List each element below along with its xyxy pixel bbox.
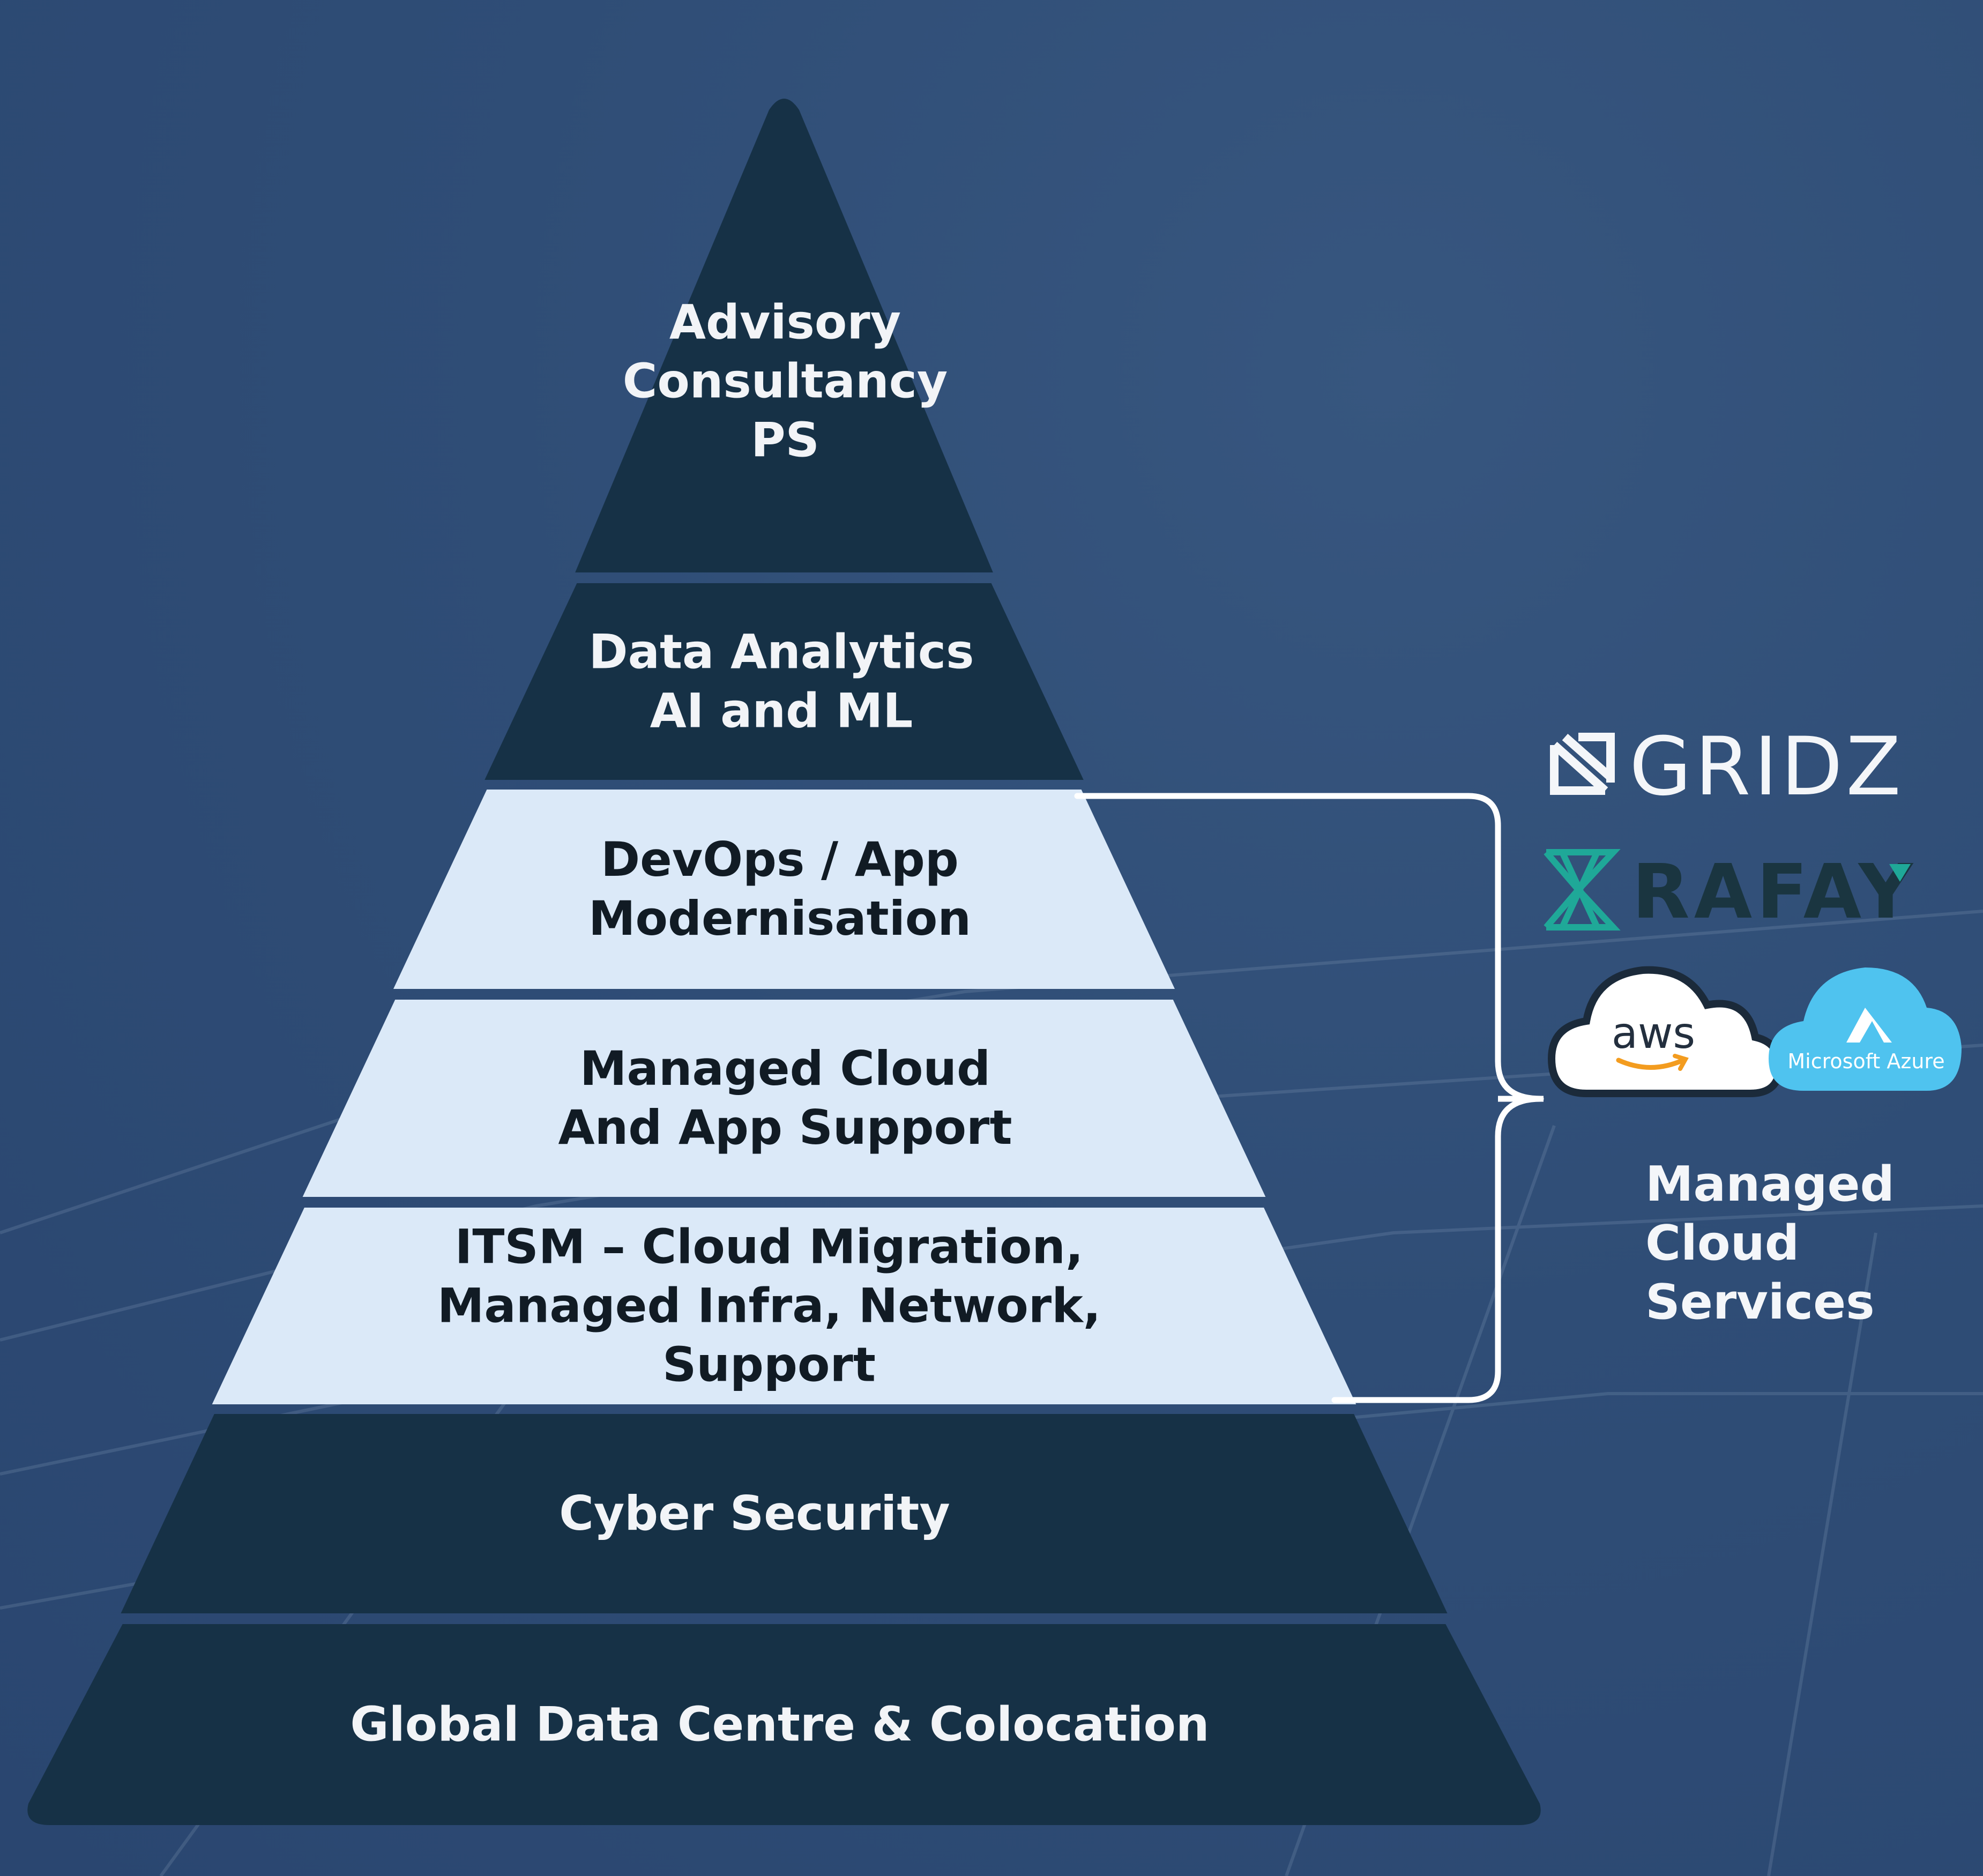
- pyramid-layer-label: PS: [751, 413, 819, 468]
- aws-arrow-icon: [1673, 1054, 1689, 1071]
- pyramid-layer-shape: [27, 1624, 1541, 1825]
- pyramid-layer-label: And App Support: [558, 1100, 1012, 1155]
- pyramid-layer-shape: [393, 790, 1175, 989]
- pyramid-layer-label: Global Data Centre & Colocation: [350, 1697, 1209, 1752]
- pyramid-layer-label: AI and ML: [650, 683, 913, 739]
- rafay-logo: RAFAY: [1544, 848, 1917, 936]
- rafay-wordmark: RAFAY: [1632, 848, 1917, 936]
- rafay-accent-icon: [1889, 864, 1911, 882]
- rafay-mark-icon: [1544, 849, 1621, 930]
- pyramid-layer-label: Advisory: [669, 295, 901, 350]
- pyramid-layer-shape: [484, 583, 1084, 780]
- aws-wordmark: aws: [1612, 1008, 1695, 1058]
- pyramid-layer-shape: [302, 1000, 1266, 1197]
- aws-logo: aws: [1547, 966, 1784, 1097]
- pyramid-layer-label: Cyber Security: [559, 1486, 950, 1541]
- bracket-label-line: Cloud: [1645, 1215, 1799, 1271]
- pyramid-layer-cyber-security: Cyber Security: [121, 1414, 1448, 1613]
- pyramid-layer-shape: [575, 99, 993, 572]
- azure-wordmark: Microsoft Azure: [1787, 1049, 1944, 1073]
- pyramid-layer-global-data-centre: Global Data Centre & Colocation: [27, 1624, 1541, 1825]
- gridz-logo: GRIDZ: [1550, 720, 1904, 814]
- azure-logo: Microsoft Azure: [1769, 967, 1962, 1091]
- pyramid-layer-shape: [212, 1208, 1356, 1404]
- pyramid-layer-label: DevOps / App: [601, 832, 959, 887]
- aws-smile-icon: [1616, 1058, 1686, 1070]
- gridz-wordmark: GRIDZ: [1629, 720, 1904, 814]
- pyramid-layer-label: Managed Infra, Network,: [437, 1278, 1101, 1334]
- pyramid-layer-label: Data Analytics: [589, 624, 974, 680]
- azure-a-icon: [1846, 1008, 1892, 1043]
- pyramid-layer-label: Managed Cloud: [580, 1041, 990, 1096]
- pyramid-layer-shape: [121, 1414, 1448, 1613]
- pyramid-layer-itsm: ITSM – Cloud Migration,Managed Infra, Ne…: [212, 1208, 1356, 1404]
- bracket-label-line: Managed: [1645, 1156, 1895, 1212]
- pyramid-layer-label: Support: [662, 1337, 876, 1393]
- gridz-mark-icon: [1550, 733, 1615, 795]
- bracket-label-line: Services: [1645, 1274, 1875, 1330]
- pyramid-layer-label: ITSM – Cloud Migration,: [455, 1219, 1084, 1275]
- pyramid-layer-label: Consultancy: [623, 354, 948, 409]
- pyramid-layer-label: Modernisation: [588, 891, 971, 946]
